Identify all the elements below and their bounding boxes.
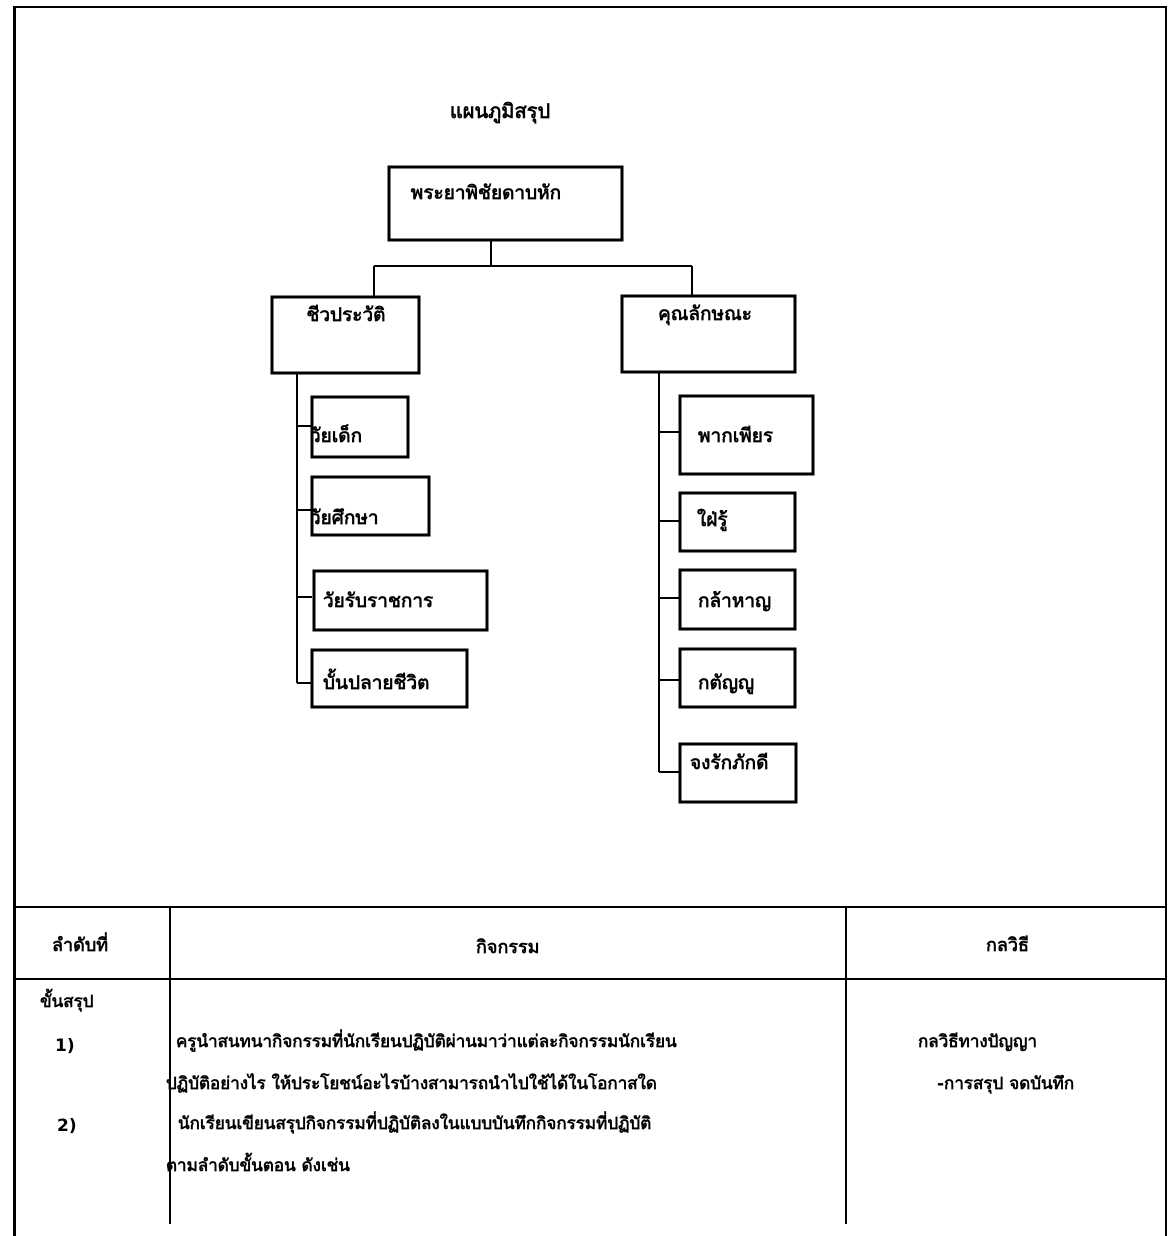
node-box-eager-to-learn bbox=[678, 491, 797, 553]
header-strategy: กลวิธี bbox=[986, 935, 1030, 956]
table-column-divider-1 bbox=[169, 906, 171, 1224]
node-education: วัยศึกษา bbox=[310, 507, 379, 529]
node-box-civil-service bbox=[312, 569, 489, 632]
item-number-2: 2) bbox=[57, 1116, 77, 1136]
node-loyalty: จงรักภักดี bbox=[690, 752, 769, 774]
strategy-line-2: -การสรุป จดบันทึก bbox=[937, 1074, 1075, 1094]
root-connector bbox=[373, 240, 693, 297]
page-frame bbox=[13, 6, 1167, 1236]
item-1-line-2: ปฏิบัติอย่างไร ให้ประโยชน์อะไรบ้างสามารถ… bbox=[166, 1074, 657, 1094]
branch-box-characteristics bbox=[620, 294, 797, 374]
item-1-line-1: ครูนำสนทนากิจกรรมที่นักเรียนปฏิบัติผ่านม… bbox=[176, 1032, 677, 1052]
root-box bbox=[387, 165, 624, 242]
table-column-divider-2 bbox=[845, 906, 847, 1224]
node-box-bravery bbox=[678, 568, 797, 631]
header-order: ลำดับที่ bbox=[52, 935, 109, 956]
node-box-childhood bbox=[310, 395, 410, 459]
node-diligence: พากเพียร bbox=[698, 425, 774, 447]
header-activity: กิจกรรม bbox=[476, 937, 540, 958]
strategy-line-1: กลวิธีทางปัญญา bbox=[918, 1032, 1037, 1052]
node-eager-to-learn: ใฝ่รู้ bbox=[697, 508, 728, 532]
summary-diagram: แผนภูมิสรุป พระยาพิชัยดาบหัก ชีวประวัติ … bbox=[270, 99, 815, 804]
right-branch-connector bbox=[658, 372, 680, 773]
left-branch-connector bbox=[296, 373, 312, 684]
diagram-title: แผนภูมิสรุป bbox=[450, 99, 550, 125]
node-final-years: บั้นปลายชีวิต bbox=[323, 668, 429, 694]
node-childhood: วัยเด็ก bbox=[310, 423, 362, 447]
node-bravery: กล้าหาญ bbox=[698, 590, 771, 612]
table-header-divider bbox=[15, 978, 1167, 980]
node-box-final-years bbox=[310, 648, 469, 709]
table-top-border bbox=[15, 906, 1167, 908]
node-box-education bbox=[310, 475, 431, 537]
item-2-line-1: นักเรียนเขียนสรุปกิจกรรมที่ปฏิบัติลงในแบ… bbox=[178, 1114, 652, 1134]
node-box-loyalty bbox=[678, 742, 798, 804]
branch-label-biography: ชีวประวัติ bbox=[306, 304, 385, 326]
node-civil-service: วัยรับราชการ bbox=[323, 590, 434, 612]
node-box-gratitude bbox=[678, 647, 797, 709]
node-gratitude: กตัญญู bbox=[698, 672, 754, 695]
item-2-line-2: ตามลำดับขั้นตอน ดังเช่น bbox=[166, 1156, 350, 1176]
root-label: พระยาพิชัยดาบหัก bbox=[411, 182, 561, 204]
node-box-diligence bbox=[678, 394, 815, 476]
branch-box-biography bbox=[270, 295, 421, 375]
branch-label-characteristics: คุณลักษณะ bbox=[658, 303, 752, 326]
item-number-1: 1) bbox=[55, 1036, 75, 1056]
step-title: ขั้นสรุป bbox=[40, 992, 94, 1012]
